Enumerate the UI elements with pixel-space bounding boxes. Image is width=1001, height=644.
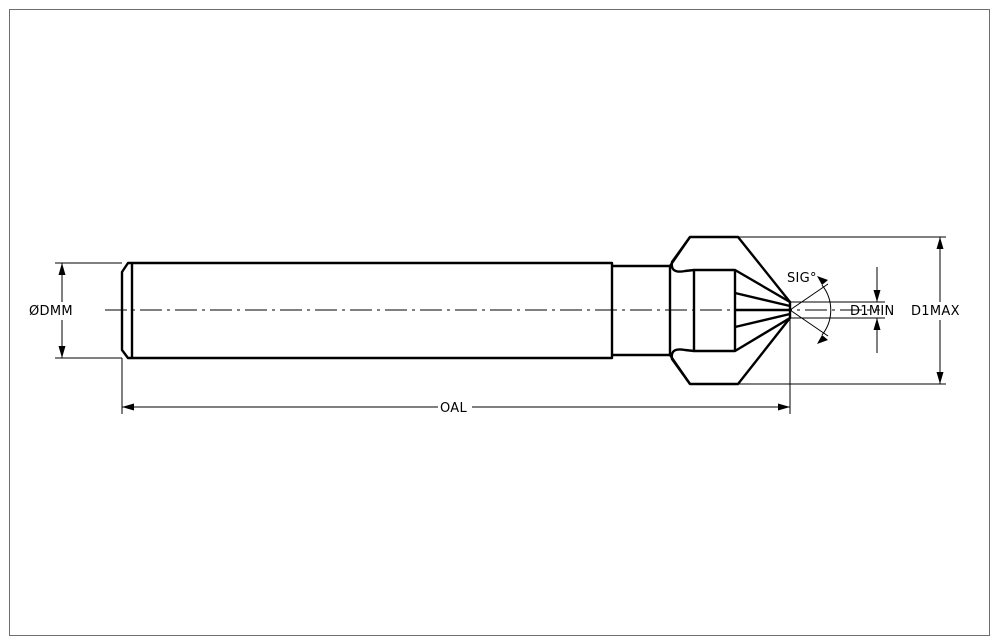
point-angle-label: SIG°: [787, 271, 817, 286]
shank-diameter-dimension: [55, 262, 122, 359]
point-angle-dimension: [789, 276, 832, 344]
min-diameter-label: D1MIN: [850, 304, 895, 319]
overall-length-dimension: [121, 318, 791, 414]
tool-neck: [612, 264, 672, 357]
shank-diameter-label: ØDMM: [29, 304, 73, 319]
overall-length-label: OAL: [440, 401, 467, 416]
max-diameter-label: D1MAX: [911, 304, 960, 319]
min-diameter-dimension: [790, 267, 885, 353]
tool-shank: [120, 261, 614, 360]
drawing-frame: [9, 9, 990, 636]
max-diameter-dimension: [738, 236, 946, 385]
